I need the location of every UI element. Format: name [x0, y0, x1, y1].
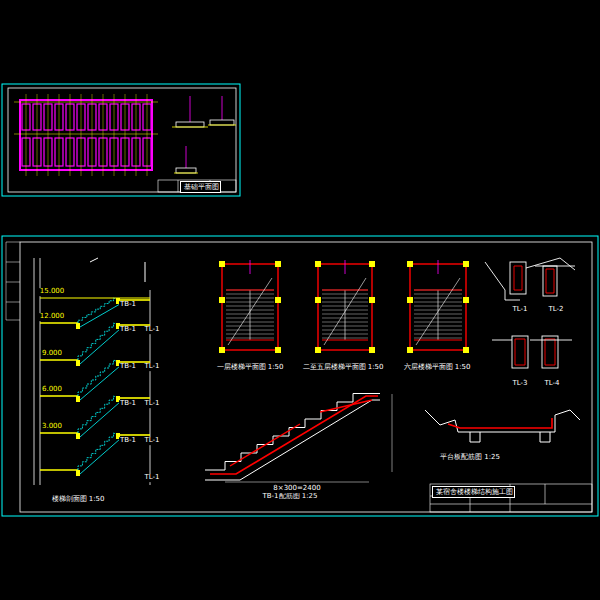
binding-strip [6, 242, 20, 320]
member-label: TL-1 [143, 437, 160, 445]
beam-sections [485, 258, 575, 368]
drawing-title: 基础平面图 [184, 184, 217, 192]
sheet-border [8, 88, 236, 192]
dimension: 8×300=2400 [272, 485, 321, 493]
landing-slab-detail [425, 410, 580, 442]
view-title: 六层楼梯平面图 1:50 [403, 364, 472, 372]
footing-details [172, 96, 236, 173]
stair-section [34, 258, 150, 485]
member-label: TL-1 [143, 326, 160, 334]
view-title: 一层楼梯平面图 1:50 [216, 364, 285, 372]
elevation-mark: 9.000 [41, 350, 63, 358]
member-label: TB-1 [119, 301, 137, 309]
stair-slab-detail [205, 394, 392, 483]
member-label: TL-1 [511, 306, 528, 314]
member-label: TL-3 [511, 380, 528, 388]
sheet-frame [2, 84, 240, 196]
title-block-lines [430, 484, 592, 512]
view-title: 平台板配筋图 1:25 [439, 454, 501, 462]
title-block-cell: 某宿舍楼楼梯结构施工图 [432, 486, 515, 498]
sheet-frame [2, 236, 598, 516]
member-label: TL-1 [143, 474, 160, 482]
member-label: TL-1 [143, 400, 160, 408]
stair-plans [219, 260, 469, 353]
elevation-mark: 6.000 [41, 386, 63, 394]
member-label: TL-1 [143, 363, 160, 371]
drawing-title: 某宿舍楼楼梯结构施工图 [436, 489, 511, 497]
sheet-border [20, 242, 592, 512]
title-block-lines [158, 180, 236, 192]
member-label: TB-1 [119, 326, 137, 334]
member-label: TB-1 [119, 437, 137, 445]
foundation-plan [14, 94, 158, 176]
elevation-mark: 3.000 [41, 423, 63, 431]
view-title: 楼梯剖面图 1:50 [51, 496, 106, 504]
view-title: 二至五层楼梯平面图 1:50 [302, 364, 385, 372]
elevation-mark: 15.000 [39, 288, 66, 296]
elevation-mark: 12.000 [39, 313, 66, 321]
member-label: TL-4 [543, 380, 560, 388]
member-label: TL-2 [547, 306, 564, 314]
member-label: TB-1 [119, 400, 137, 408]
member-label: TB-1 [119, 363, 137, 371]
title-block-cell: 基础平面图 [180, 181, 221, 193]
view-title: TB-1配筋图 1:25 [261, 493, 318, 501]
